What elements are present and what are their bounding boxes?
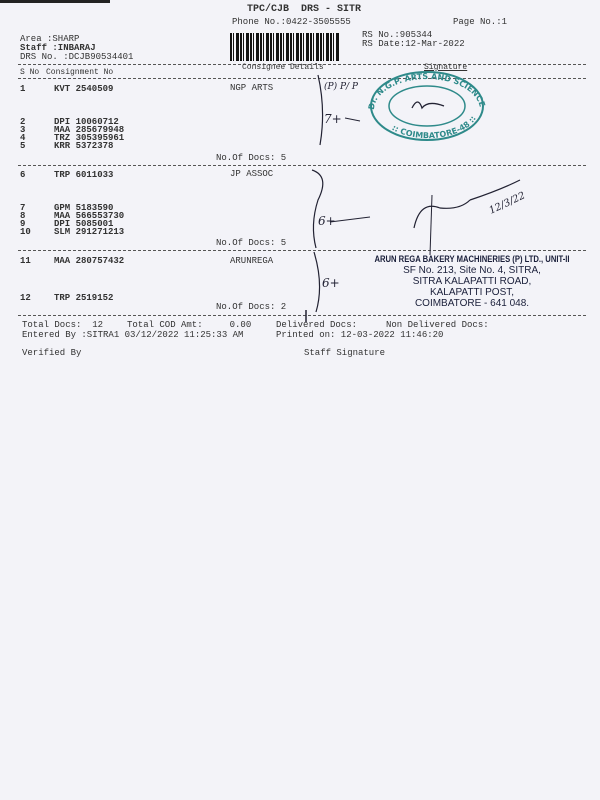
barcode bbox=[230, 33, 340, 61]
company-stamp-line: SF No. 213, Site No. 4, SITRA, bbox=[403, 265, 541, 276]
sno: 1 bbox=[20, 84, 26, 94]
sno: 4 bbox=[20, 133, 26, 143]
sno: 11 bbox=[20, 256, 31, 266]
college-stamp-bottom: :: COIMBATORE-48 :: bbox=[390, 114, 477, 140]
sno: 2 bbox=[20, 117, 26, 127]
sno: 5 bbox=[20, 141, 26, 151]
staff-signature-label: Staff Signature bbox=[304, 348, 386, 358]
company-stamp-line: KALAPATTI POST, bbox=[429, 287, 515, 298]
consignment-no: TRP 6011033 bbox=[54, 170, 114, 180]
rs-number: RS No.:905344 bbox=[362, 30, 433, 40]
consignment-no: MAA 285679948 bbox=[54, 125, 125, 135]
scan-edge bbox=[0, 0, 110, 3]
divider bbox=[18, 165, 586, 166]
col-consignment: Consignment No bbox=[46, 68, 114, 77]
consignment-no: KVT 2540509 bbox=[54, 84, 114, 94]
delivered-docs: Delivered Docs: bbox=[276, 320, 358, 330]
entered-by: Entered By :SITRA1 03/12/2022 11:25:33 A… bbox=[22, 330, 244, 340]
consignment-no: GPM 5183590 bbox=[54, 203, 114, 213]
drs-number: DRS No. :DCJB90534401 bbox=[20, 52, 134, 62]
consignment-no: DPI 5085001 bbox=[54, 219, 114, 229]
non-delivered-docs: Non Delivered Docs: bbox=[386, 320, 489, 330]
sno: 12 bbox=[20, 293, 31, 303]
consignment-no: MAA 280757432 bbox=[54, 256, 125, 266]
svg-text:Dr. N.G.P. ARTS AND SCIENCE CO: Dr. N.G.P. ARTS AND SCIENCE COLLEGE bbox=[0, 0, 487, 110]
divider bbox=[18, 315, 586, 316]
page-number: Page No.:1 bbox=[453, 17, 508, 27]
col-sno: S No bbox=[20, 68, 40, 77]
sno: 10 bbox=[20, 227, 31, 237]
divider bbox=[18, 64, 586, 65]
consignment-no: SLM 291271213 bbox=[54, 227, 125, 237]
sno: 6 bbox=[20, 170, 26, 180]
consignment-no: MAA 566553730 bbox=[54, 211, 125, 221]
handwritten-count-1: 7+ bbox=[324, 112, 342, 126]
printed-on: Printed on: 12-03-2022 11:46:20 bbox=[276, 330, 444, 340]
bracket bbox=[317, 74, 324, 146]
company-stamp-line: COIMBATORE - 641 048. bbox=[414, 298, 530, 309]
sno: 3 bbox=[20, 125, 26, 135]
document-title: TPC/CJB DRS - SITR bbox=[247, 4, 362, 15]
total-cod-amount: Total COD Amt: 0.00 bbox=[127, 320, 252, 330]
sno: 7 bbox=[20, 203, 26, 213]
company-stamp-line: SITRA KALAPATTI ROAD, bbox=[412, 276, 532, 287]
divider bbox=[18, 250, 586, 251]
area: Area :SHARP bbox=[20, 34, 80, 44]
sno: 9 bbox=[20, 219, 26, 229]
docs-count: No.Of Docs: 5 bbox=[216, 153, 287, 163]
stroke bbox=[344, 117, 361, 122]
handwritten-count-3: 6+ bbox=[322, 276, 340, 290]
stroke bbox=[429, 194, 433, 256]
stroke bbox=[329, 216, 371, 223]
handwritten-marks: (P) P/ P bbox=[324, 82, 358, 92]
signature-scribble bbox=[413, 179, 521, 229]
verified-by: Verified By bbox=[22, 348, 82, 358]
handwritten-count-2: 6+ bbox=[318, 214, 336, 228]
bracket bbox=[313, 251, 321, 313]
company-stamp: ARUN REGA BAKERY MACHINERIES (P) LTD., U… bbox=[352, 254, 592, 309]
staff: Staff :INBARAJ bbox=[20, 43, 96, 53]
phone-number: Phone No.:0422-3505555 bbox=[232, 17, 351, 27]
col-consignee: Consignee Details bbox=[242, 63, 324, 72]
sno: 8 bbox=[20, 211, 26, 221]
bracket bbox=[311, 169, 324, 249]
college-stamp-top: Dr. N.G.P. ARTS AND SCIENCE COLLEGE bbox=[0, 0, 487, 110]
consignee-name: JP ASSOC bbox=[230, 169, 274, 179]
consignment-no: TRZ 305395961 bbox=[54, 133, 125, 143]
college-stamp: Dr. N.G.P. ARTS AND SCIENCE COLLEGE :: C… bbox=[0, 0, 487, 141]
docs-count: No.Of Docs: 5 bbox=[216, 238, 287, 248]
consignment-no: TRP 2519152 bbox=[54, 293, 114, 303]
svg-text::: COIMBATORE-48 ::: :: COIMBATORE-48 :: bbox=[390, 114, 477, 140]
consignee-name: NGP ARTS bbox=[230, 83, 274, 93]
total-docs: Total Docs: 12 bbox=[22, 320, 104, 330]
rs-date: RS Date:12-Mar-2022 bbox=[362, 39, 465, 49]
docs-count: No.Of Docs: 2 bbox=[216, 302, 287, 312]
divider bbox=[18, 78, 586, 79]
company-stamp-name: ARUN REGA BAKERY MACHINERIES (P) LTD., U… bbox=[374, 254, 570, 264]
col-signature: Signature bbox=[424, 63, 468, 72]
consignee-name: ARUNREGA bbox=[230, 256, 274, 266]
consignment-no: KRR 5372378 bbox=[54, 141, 114, 151]
consignment-no: DPI 10060712 bbox=[54, 117, 119, 127]
